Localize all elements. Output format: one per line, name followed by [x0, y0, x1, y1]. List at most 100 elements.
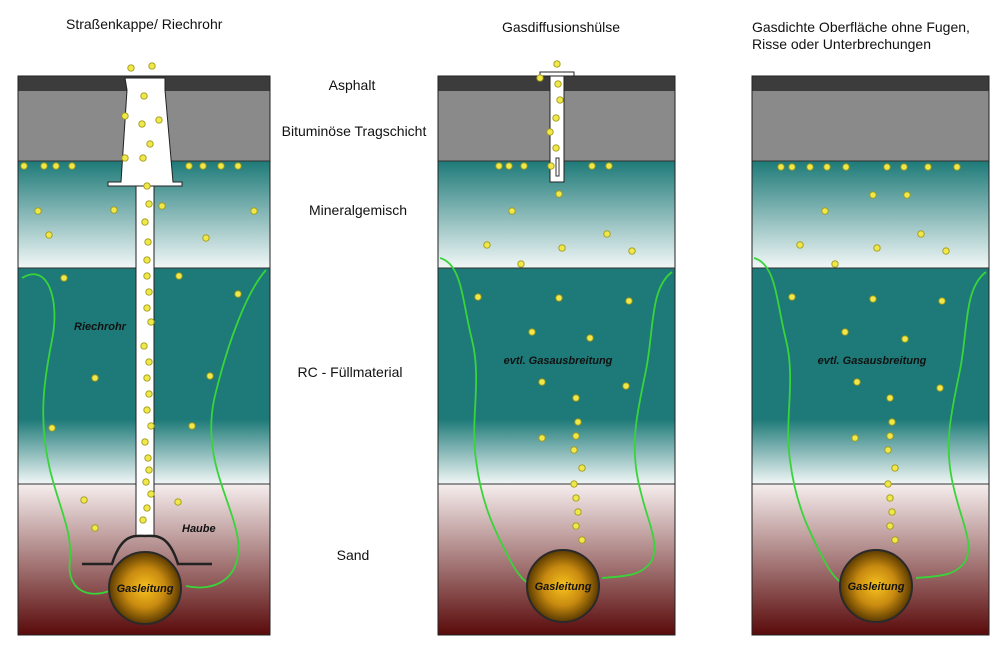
gas-bubble-icon	[142, 478, 150, 486]
gas-bubble-icon	[886, 522, 894, 530]
gas-bubble-icon	[505, 162, 513, 170]
panel-street-cap: Gasleitung Riechrohr Haube	[17, 62, 271, 636]
gas-bubble-icon	[572, 432, 580, 440]
gas-bubble-icon	[547, 162, 555, 170]
gas-bubble-icon	[538, 378, 546, 386]
gas-bubble-icon	[891, 536, 899, 544]
gas-bubble-icon	[574, 418, 582, 426]
gas-spread-line-right	[915, 271, 987, 579]
gas-bubble-icon	[821, 207, 829, 215]
gas-bubble-icon	[603, 230, 611, 238]
gas-bubble-icon	[556, 96, 564, 104]
gas-pipe-label: Gasleitung	[848, 581, 905, 593]
gas-bubble-icon	[20, 162, 28, 170]
gas-bubble-icon	[121, 154, 129, 162]
gas-pipe-label: Gasleitung	[535, 581, 592, 593]
gas-bubble-icon	[234, 290, 242, 298]
gas-bubble-icon	[60, 274, 68, 282]
gas-bubble-icon	[80, 496, 88, 504]
gas-bubble-icon	[788, 163, 796, 171]
gas-bubble-icon	[508, 207, 516, 215]
gas-spread-label: evtl. Gasausbreitung	[504, 355, 613, 367]
gas-bubble-icon	[558, 244, 566, 252]
gas-bubble-icon	[110, 206, 118, 214]
gas-bubble-icon	[901, 335, 909, 343]
gas-bubble-icon	[145, 466, 153, 474]
gas-bubble-icon	[143, 272, 151, 280]
title-gastight-surface: Gasdichte Oberfläche ohne Fugen, Risse o…	[752, 19, 970, 52]
gas-bubble-icon	[121, 112, 129, 120]
gas-bubble-icon	[217, 162, 225, 170]
panel-gastight-surface: Gasleitung evtl. Gasausbreitung	[751, 75, 990, 636]
gas-bubble-icon	[144, 238, 152, 246]
sniffer-tube-label: Riechrohr	[74, 321, 127, 333]
sleeve-cap	[539, 71, 575, 77]
gas-bubble-icon	[869, 191, 877, 199]
gas-bubble-icon	[45, 231, 53, 239]
gas-bubble-icon	[886, 494, 894, 502]
gas-bubble-icon	[883, 163, 891, 171]
gas-bubble-icon	[806, 163, 814, 171]
gas-bubble-icon	[175, 272, 183, 280]
gas-spread-line-left	[21, 273, 113, 595]
gas-bubble-icon	[942, 247, 950, 255]
gas-bubble-icon	[138, 120, 146, 128]
gas-bubble-icon	[574, 508, 582, 516]
gas-bubble-icon	[536, 74, 544, 82]
gas-bubble-icon	[842, 163, 850, 171]
gas-bubble-icon	[144, 454, 152, 462]
gas-bubble-icon	[495, 162, 503, 170]
gas-bubble-icon	[174, 498, 182, 506]
gas-bubble-icon	[570, 446, 578, 454]
gas-bubble-icon	[538, 434, 546, 442]
gas-bubble-icon	[474, 293, 482, 301]
gas-bubble-icon	[554, 80, 562, 88]
gas-bubble-icon	[884, 480, 892, 488]
gas-bubble-icon	[140, 92, 148, 100]
gas-bubble-icon	[873, 244, 881, 252]
gas-bubble-icon	[886, 394, 894, 402]
gas-bubble-icon	[917, 230, 925, 238]
gas-bubble-icon	[891, 464, 899, 472]
gas-bubble-icon	[555, 190, 563, 198]
gas-bubble-icon	[145, 288, 153, 296]
gas-spread-line-left	[753, 257, 849, 586]
gas-bubble-icon	[888, 508, 896, 516]
gas-bubble-icon	[127, 64, 135, 72]
gas-bubble-icon	[143, 304, 151, 312]
gas-bubble-group	[474, 60, 636, 544]
gas-bubble-icon	[886, 432, 894, 440]
panel-diffusion-sleeve: Gasleitung evtl. Gasausbreitung	[437, 60, 676, 636]
gas-bubble-icon	[578, 464, 586, 472]
gas-bubble-icon	[625, 297, 633, 305]
gas-bubble-icon	[546, 128, 554, 136]
base-course-layer	[752, 91, 989, 161]
gas-bubble-icon	[206, 372, 214, 380]
gas-bubble-icon	[139, 516, 147, 524]
gas-bubble-icon	[553, 60, 561, 68]
label-sand: Sand	[336, 547, 370, 563]
gas-bubble-icon	[202, 234, 210, 242]
gas-bubble-icon	[796, 241, 804, 249]
gas-bubble-icon	[91, 524, 99, 532]
gas-spread-label: evtl. Gasausbreitung	[818, 355, 927, 367]
gas-bubble-icon	[572, 394, 580, 402]
gas-bubble-icon	[578, 536, 586, 544]
label-asphalt: Asphalt	[328, 77, 376, 93]
gas-bubble-icon	[145, 390, 153, 398]
hood	[82, 534, 212, 566]
gas-bubble-icon	[91, 374, 99, 382]
gas-bubble-icon	[938, 297, 946, 305]
gas-bubble-icon	[148, 62, 156, 70]
gas-bubble-icon	[40, 162, 48, 170]
gas-bubble-icon	[788, 293, 796, 301]
gas-bubble-icon	[953, 163, 961, 171]
gas-bubble-icon	[199, 162, 207, 170]
gas-bubble-icon	[145, 358, 153, 366]
gas-bubble-icon	[68, 162, 76, 170]
gas-bubble-icon	[900, 163, 908, 171]
gas-bubble-icon	[888, 418, 896, 426]
gas-spread-line-right	[601, 271, 673, 579]
